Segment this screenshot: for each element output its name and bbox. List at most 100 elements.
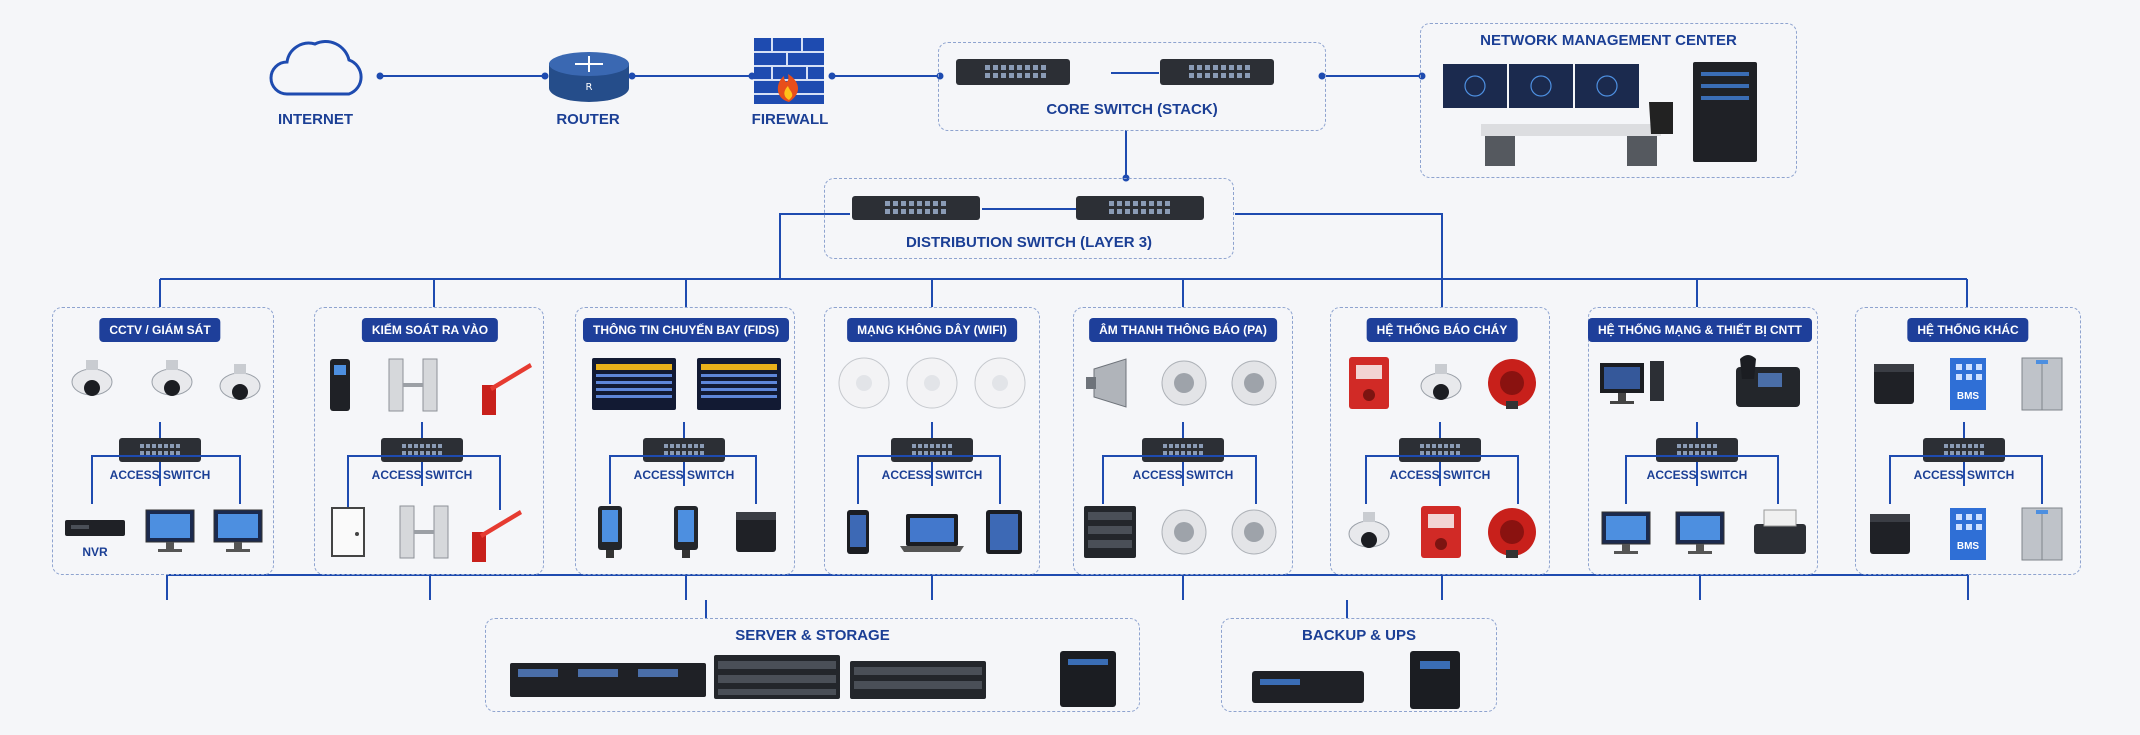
control-room-icon (1443, 62, 1757, 166)
group-fire-alarm (1330, 307, 1550, 575)
server-storage-group: SERVER & STORAGE (485, 618, 1140, 712)
router-icon: R (549, 52, 629, 102)
core-switch-1-icon (956, 59, 1070, 85)
core-switch-group: CORE SWITCH (STACK) (938, 42, 1326, 131)
fire-panel-icon (1349, 357, 1389, 409)
elevator-icon (2021, 357, 2063, 411)
cloud-icon (269, 40, 363, 96)
desktop-pc-icon (1600, 361, 1664, 404)
alarm-bell-icon (1488, 508, 1536, 558)
amplifier-rack-icon (1084, 506, 1136, 558)
nmc-label: NETWORK MANAGEMENT CENTER (1480, 32, 1737, 49)
backup-ups-icon (1252, 651, 1460, 709)
access-switch-label: ACCESS SWITCH (371, 468, 473, 482)
backup-ups-label: BACKUP & UPS (1302, 627, 1416, 644)
ip-phone-icon (1736, 355, 1800, 407)
group-title-cctv: CCTV / GIÁM SÁT (99, 318, 221, 342)
bms-building-icon (1950, 508, 1986, 560)
group-title-pa: ÂM THANH THÔNG BÁO (PA) (1089, 318, 1277, 342)
bms-building-icon (1950, 358, 1986, 410)
router-badge: R (586, 82, 593, 93)
access-switch-icons (119, 438, 2005, 462)
call-point-icon (1421, 506, 1461, 558)
monitor-icon (145, 509, 195, 553)
distribution-switch-1-icon (852, 196, 980, 220)
group-it-network (1588, 307, 1818, 575)
group-access-control (314, 307, 544, 575)
access-point-icon (838, 357, 890, 409)
laptop-icon (900, 514, 964, 552)
group-pa (1073, 307, 1293, 575)
group-other (1855, 307, 2081, 575)
smartphone-icon (847, 510, 869, 554)
firewall-icon (754, 38, 824, 104)
access-switch-label: ACCESS SWITCH (1913, 468, 2015, 482)
elevator-icon (2021, 507, 2063, 561)
monitor-icon (1675, 511, 1725, 555)
flight-board-icon (592, 358, 676, 410)
ceiling-speaker-icon (1161, 509, 1207, 555)
firewall-label: FIREWALL (751, 111, 829, 128)
horn-speaker-icon (1085, 358, 1127, 408)
core-switch-2-icon (1160, 59, 1274, 85)
barrier-gate-icon (472, 510, 522, 562)
media-player-icon (736, 512, 776, 552)
access-switch-label: ACCESS SWITCH (109, 468, 211, 482)
group-title-wifi: MẠNG KHÔNG DÂY (WIFI) (847, 318, 1017, 342)
access-switch-label: ACCESS SWITCH (1646, 468, 1748, 482)
nvr-label: NVR (82, 545, 108, 559)
group-title-fire-alarm: HỆ THỐNG BÁO CHÁY (1366, 318, 1518, 342)
access-point-icon (906, 357, 958, 409)
access-switch-label: ACCESS SWITCH (1132, 468, 1234, 482)
group-wifi (824, 307, 1040, 575)
tablet-icon (986, 510, 1022, 554)
card-reader-icon (330, 359, 350, 411)
info-kiosk-icon (674, 506, 698, 558)
group-title-other: HỆ THỐNG KHÁC (1907, 318, 2029, 342)
access-switch-label: ACCESS SWITCH (633, 468, 735, 482)
monitor-icon (1601, 511, 1651, 555)
controller-box-icon (1874, 364, 1914, 404)
access-links (91, 422, 2043, 510)
internet-label: INTERNET (278, 111, 353, 128)
controller-box-icon (1870, 514, 1910, 554)
speaker-icon (1231, 360, 1277, 406)
access-switch-label: ACCESS SWITCH (1389, 468, 1491, 482)
backup-ups-group: BACKUP & UPS (1221, 618, 1497, 712)
group-cctv (52, 307, 274, 575)
smoke-detector-icon (1348, 511, 1390, 549)
group-title-it-network: HỆ THỐNG MẠNG & THIẾT BỊ CNTT (1588, 318, 1812, 342)
group-fids (575, 307, 795, 575)
alarm-bell-icon (1488, 359, 1536, 409)
access-point-icon (974, 357, 1026, 409)
speaker-icon (1161, 360, 1207, 406)
turnstile-icon (388, 358, 438, 412)
turnstile-icon (399, 505, 449, 559)
bullet-camera-icon (219, 363, 261, 401)
access-switch-label: ACCESS SWITCH (881, 468, 983, 482)
ceiling-speaker-icon (1231, 509, 1277, 555)
barrier-gate-icon (482, 363, 532, 415)
flight-board-icon (697, 358, 781, 410)
core-switch-label: CORE SWITCH (STACK) (1046, 101, 1218, 118)
server-rack-icon (510, 651, 1116, 707)
bms-label-top: BMS (1956, 391, 1980, 402)
printer-icon (1753, 509, 1807, 555)
door-icon (331, 507, 365, 557)
group-title-access-control: KIỂM SOÁT RA VÀO (361, 318, 499, 342)
kiosk-icon (598, 506, 622, 558)
group-title-fids: THÔNG TIN CHUYẾN BAY (FIDS) (582, 318, 790, 342)
distribution-switch-2-icon (1076, 196, 1204, 220)
monitor-icon (213, 509, 263, 553)
smoke-detector-icon (1420, 363, 1462, 401)
dome-camera-icon (151, 359, 193, 397)
router-label: ROUTER (556, 111, 620, 128)
nvr-icon (65, 520, 125, 536)
distribution-switch-label: DISTRIBUTION SWITCH (LAYER 3) (905, 234, 1153, 251)
server-storage-label: SERVER & STORAGE (735, 627, 890, 644)
network-management-center: NETWORK MANAGEMENT CENTER (1420, 23, 1797, 178)
bms-label-bottom: BMS (1956, 541, 1980, 552)
distribution-switch-group: DISTRIBUTION SWITCH (LAYER 3) (824, 178, 1234, 259)
